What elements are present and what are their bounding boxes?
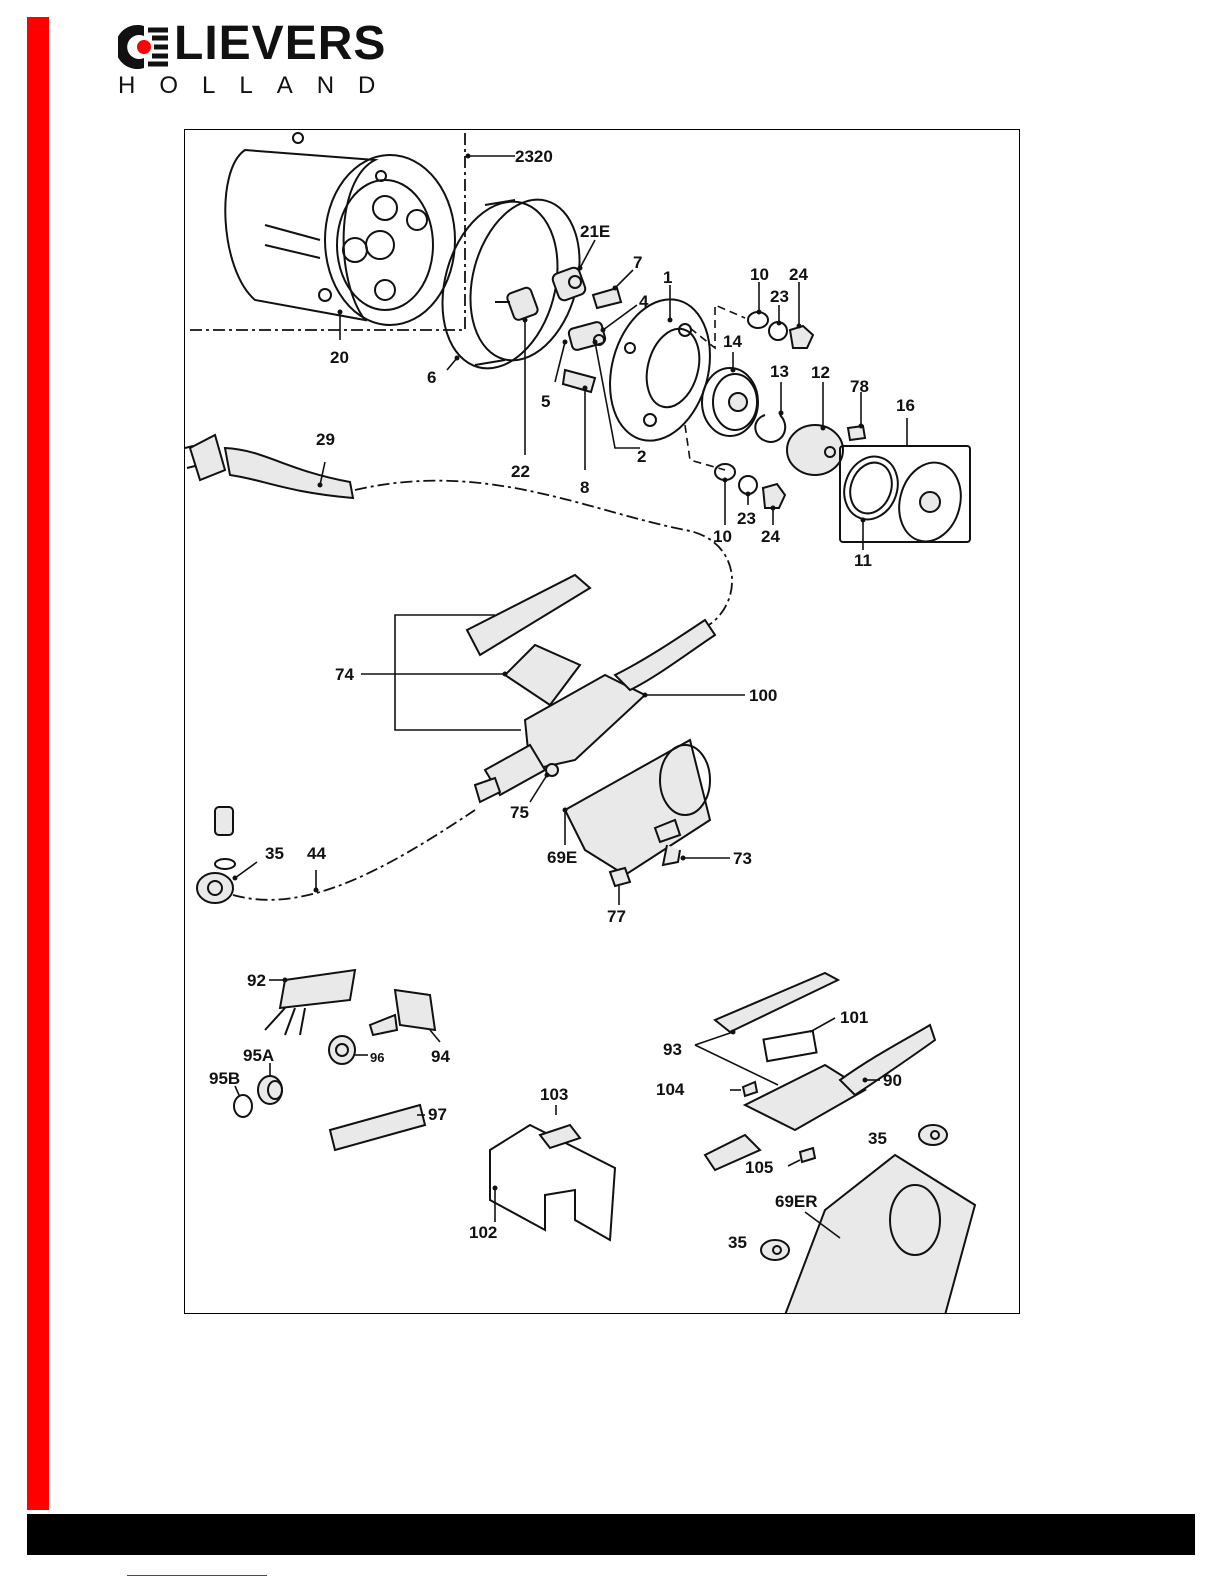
label-69e: 69E: [547, 848, 577, 867]
label-102: 102: [469, 1223, 497, 1242]
bushing-96: [329, 1036, 355, 1064]
label-96: 96: [370, 1050, 384, 1065]
guard-69e: [565, 740, 710, 875]
label-92: 92: [247, 971, 266, 990]
label-78: 78: [850, 377, 869, 396]
label-95b: 95B: [209, 1069, 240, 1088]
label-14: 14: [723, 332, 742, 351]
motor-housing: [225, 133, 455, 325]
label-101: 101: [840, 1008, 868, 1027]
label-94: 94: [431, 1047, 450, 1066]
washer-nut-top: [748, 312, 813, 348]
label-21e: 21E: [580, 222, 610, 241]
label-8: 8: [580, 478, 589, 497]
label-13: 13: [770, 362, 789, 381]
ring-95b: [234, 1095, 252, 1117]
label-11: 11: [854, 551, 872, 570]
connector-35: [197, 807, 235, 903]
label-2: 2: [637, 447, 646, 466]
label-35-c: 35: [728, 1233, 747, 1252]
label-44: 44: [307, 844, 326, 863]
label-10-top: 10: [750, 265, 769, 284]
sleeve-4-5: [568, 321, 607, 351]
part-104: [743, 1082, 757, 1096]
cap-12: [787, 425, 843, 475]
footer-bar: [27, 1514, 1195, 1555]
label-74: 74: [335, 665, 354, 684]
label-22: 22: [511, 462, 530, 481]
label-16: 16: [896, 396, 915, 415]
label-23-bottom: 23: [737, 509, 756, 528]
bolt-7: [593, 288, 621, 308]
connector-strip-97: [330, 1105, 425, 1150]
guard-69er: [785, 1155, 975, 1314]
toggle-switch-94: [370, 990, 435, 1035]
lievers-logo-icon: [118, 24, 170, 70]
label-5: 5: [541, 392, 550, 411]
label-104: 104: [656, 1080, 685, 1099]
label-6: 6: [427, 368, 436, 387]
label-35-a: 35: [265, 844, 284, 863]
label-35-b: 35: [868, 1129, 887, 1148]
disc-16: [891, 456, 970, 549]
label-103: 103: [540, 1085, 568, 1104]
label-93: 93: [663, 1040, 682, 1059]
label-24-top: 24: [789, 265, 808, 284]
screw-78: [848, 426, 865, 440]
label-105: 105: [745, 1158, 773, 1177]
switch-cover-74: [467, 575, 590, 705]
clip-13: [755, 415, 785, 442]
label-4: 4: [639, 292, 649, 311]
label-29: 29: [316, 430, 335, 449]
bearing-14: [702, 368, 758, 436]
housing-box-102: [490, 1125, 615, 1240]
label-77: 77: [607, 907, 626, 926]
label-24-bottom: 24: [761, 527, 780, 546]
label-23-top: 23: [770, 287, 789, 306]
brand-subtitle: HOLLAND: [118, 74, 399, 98]
knob-95a: [258, 1076, 282, 1104]
label-1: 1: [663, 268, 672, 287]
flange-1: [595, 288, 725, 452]
gasket-11: [836, 449, 907, 527]
label-69er: 69ER: [775, 1192, 818, 1211]
switch-cover-93: [715, 973, 838, 1032]
handle-90: [705, 1025, 935, 1170]
exploded-parts-diagram: 2320 21E 7 1 10 24 23 4 14 13 12 78 16 2…: [184, 129, 1020, 1314]
label-75: 75: [510, 803, 529, 822]
diagram-canvas: 2320 21E 7 1 10 24 23 4 14 13 12 78 16 2…: [185, 130, 1020, 1314]
label-100: 100: [749, 686, 777, 705]
connector-35b: [919, 1125, 947, 1145]
label-97: 97: [428, 1105, 447, 1124]
label-20: 20: [330, 348, 349, 367]
label-2320: 2320: [515, 147, 553, 166]
footer-link-underline: [127, 1575, 267, 1576]
label-90: 90: [883, 1071, 902, 1090]
brand-name: LIEVERS: [174, 20, 386, 68]
nozzle-22: [495, 286, 539, 321]
connector-21e: [551, 266, 587, 302]
part-105: [800, 1148, 815, 1162]
nut-77: [610, 868, 630, 886]
label-10-bottom: 10: [713, 527, 732, 546]
label-95a: 95A: [243, 1046, 274, 1065]
connector-35c: [761, 1240, 789, 1260]
left-accent-bar: [27, 17, 49, 1510]
brand-logo: LIEVERS HOLLAND: [118, 22, 418, 102]
label-7: 7: [633, 253, 642, 272]
bolt-8: [563, 370, 595, 392]
label-101: [763, 1031, 816, 1061]
label-12: 12: [811, 363, 830, 382]
label-73: 73: [733, 849, 752, 868]
